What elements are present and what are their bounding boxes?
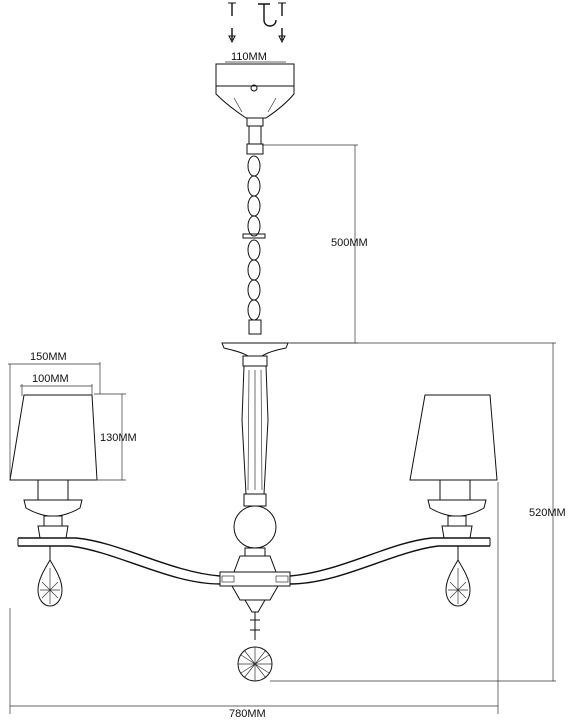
arms xyxy=(17,537,491,585)
total-width-label: 780MM xyxy=(229,708,266,720)
shade-top-width-label: 100MM xyxy=(32,373,69,385)
shade-height-label: 130MM xyxy=(100,432,137,444)
total-height-dimension xyxy=(270,342,556,682)
central-column xyxy=(219,342,291,613)
chain xyxy=(242,143,266,335)
total-height-label: 520MM xyxy=(529,507,566,519)
canopy-width-label: 110MM xyxy=(231,51,267,63)
shade-dimensions xyxy=(8,362,126,481)
mounting-hook-icon xyxy=(228,2,286,44)
left-crystal-pendant xyxy=(37,546,63,607)
left-lamp xyxy=(9,394,98,539)
chain-length-label: 500MM xyxy=(331,237,368,249)
shade-bottom-width-label: 150MM xyxy=(30,351,67,363)
canopy xyxy=(215,63,295,145)
right-lamp xyxy=(409,394,498,539)
center-crystal-pendant xyxy=(237,612,273,682)
total-width-dimension xyxy=(9,482,499,714)
right-crystal-pendant xyxy=(445,546,471,607)
